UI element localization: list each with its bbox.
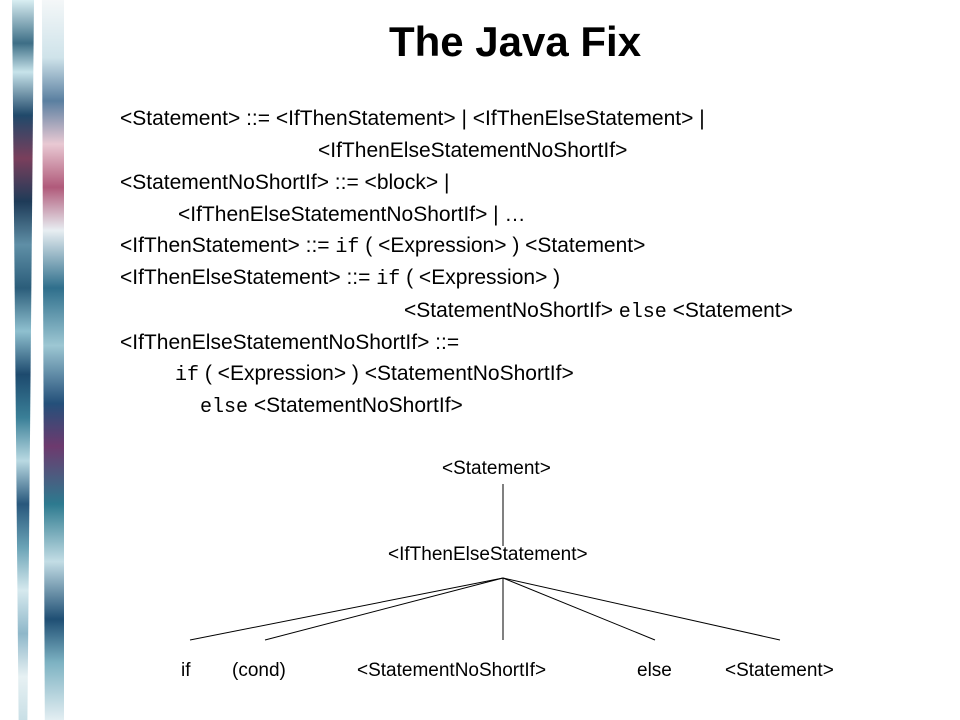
decorative-strip-right (41, 0, 64, 720)
tree-leaf-node: (cond) (232, 660, 286, 681)
keyword-if: if (335, 236, 360, 259)
tree-root-node: <Statement> (442, 458, 551, 479)
tree-leaf-node: else (637, 660, 672, 681)
tree-edge-if (189, 577, 504, 641)
tree-edge-else (502, 577, 656, 641)
grammar-line-6: <IfThenElseStatement> ::= if ( <Expressi… (120, 265, 560, 293)
tree-edge-statement (502, 577, 781, 641)
grammar-text: <IfThenStatement> ::= (120, 234, 336, 257)
keyword-else: else (618, 301, 667, 324)
tree-leaf-node: <Statement> (725, 660, 834, 681)
tree-mid-node: <IfThenElseStatement> (388, 544, 588, 565)
grammar-text: <IfThenElseStatementNoShortIf> ::= (120, 331, 460, 354)
keyword-if: if (376, 268, 401, 291)
grammar-text: <Statement> ::= <IfThenStatement> | <IfT… (120, 107, 705, 130)
tree-edge-cond (264, 577, 504, 641)
grammar-text: <IfThenElseStatementNoShortIf> (318, 139, 628, 162)
grammar-text: <StatementNoShortIf> (248, 394, 463, 417)
grammar-line-8: <IfThenElseStatementNoShortIf> ::= (120, 330, 459, 356)
keyword-else: else (200, 396, 249, 419)
slide-title: The Java Fix (388, 18, 642, 65)
grammar-text: ( <Expression> ) <StatementNoShortIf> (199, 362, 574, 385)
grammar-text: <StatementNoShortIf> ::= <block> | (120, 171, 450, 194)
grammar-line-3: <StatementNoShortIf> ::= <block> | (120, 170, 449, 196)
grammar-line-10: else <StatementNoShortIf> (200, 393, 463, 421)
grammar-line-5: <IfThenStatement> ::= if ( <Expression> … (120, 233, 645, 261)
tree-leaf-node: <StatementNoShortIf> (357, 660, 547, 681)
grammar-line-2: <IfThenElseStatementNoShortIf> (318, 138, 627, 164)
grammar-text: ( <Expression> ) (400, 266, 561, 289)
grammar-text: ( <Expression> ) <Statement> (359, 234, 646, 257)
grammar-line-9: if ( <Expression> ) <StatementNoShortIf> (175, 361, 574, 389)
keyword-if: if (175, 364, 200, 387)
grammar-text: <IfThenElseStatementNoShortIf> | … (178, 203, 526, 226)
grammar-line-7: <StatementNoShortIf> else <Statement> (404, 298, 793, 326)
grammar-text: <Statement> (666, 299, 793, 322)
grammar-line-1: <Statement> ::= <IfThenStatement> | <IfT… (120, 106, 705, 132)
grammar-text: <StatementNoShortIf> (404, 299, 619, 322)
tree-leaf-node: if (181, 660, 191, 681)
decorative-strip-left (12, 0, 34, 720)
grammar-line-4: <IfThenElseStatementNoShortIf> | … (178, 202, 525, 228)
grammar-text: <IfThenElseStatement> ::= (120, 266, 377, 289)
